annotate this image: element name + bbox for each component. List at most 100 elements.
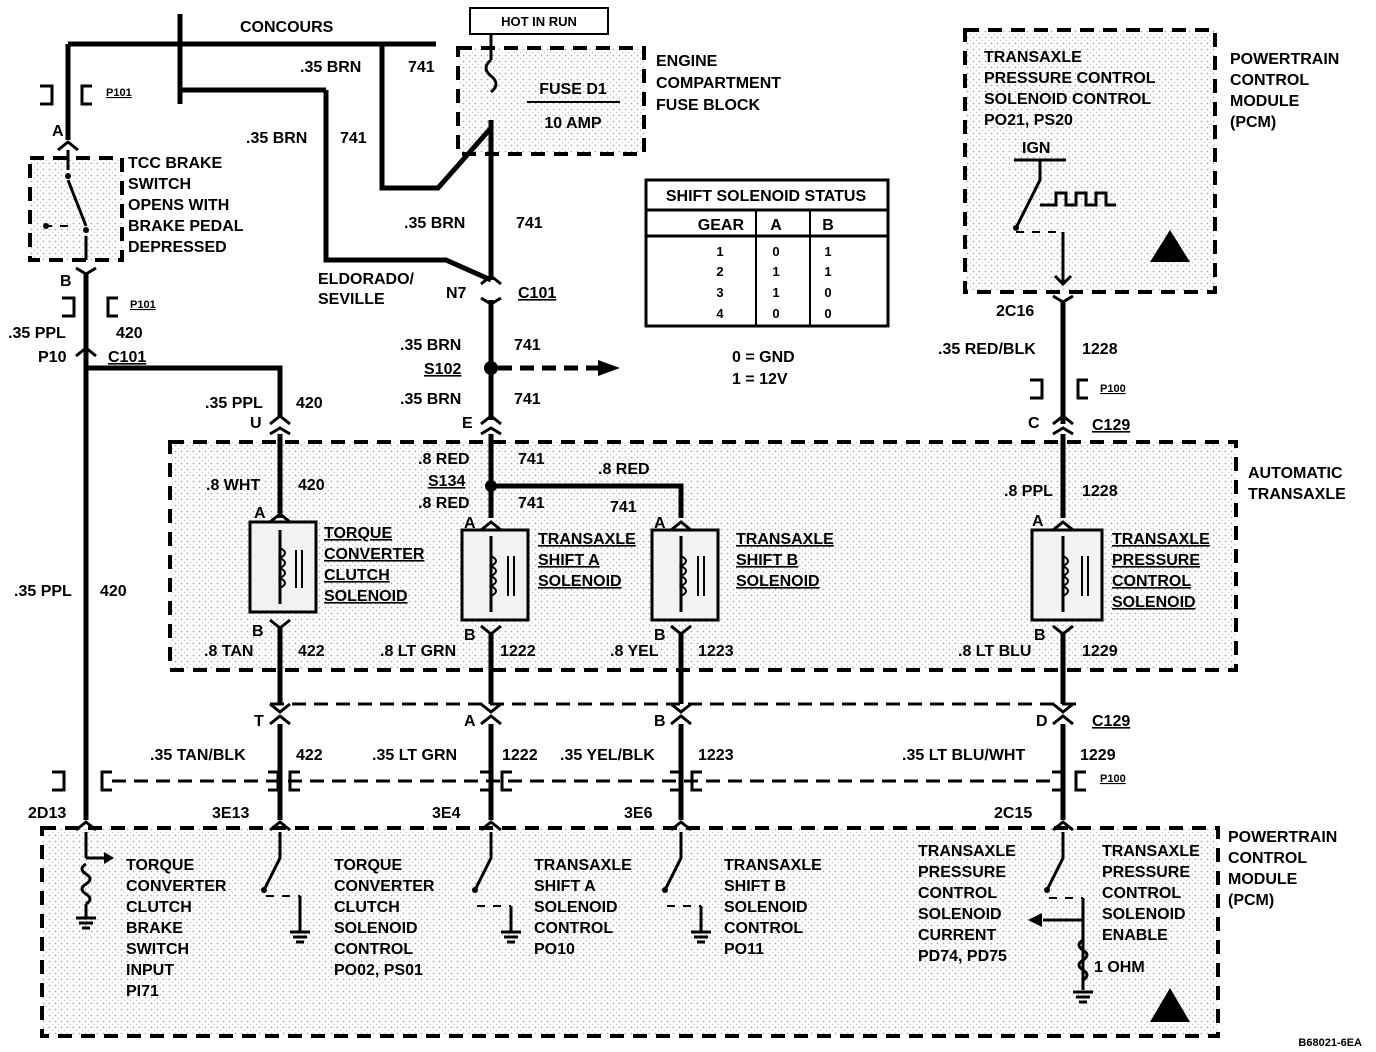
sol1-pin-b: B	[252, 623, 264, 640]
coil-icon	[678, 555, 687, 597]
lower-circuit-1: 422	[296, 747, 323, 764]
resistor-icon	[80, 862, 92, 906]
pin-3e6: 3E6	[624, 805, 653, 822]
c129-pin-a: A	[464, 713, 476, 730]
tcc-switch-box	[28, 156, 124, 262]
pcm-top-module-4: (PCM)	[1230, 114, 1276, 131]
sol2-label-2: SHIFT A	[538, 552, 600, 569]
tcc-brake-switch-icon	[66, 150, 88, 260]
legend-gnd: 0 = GND	[732, 349, 795, 366]
pcm-b1-l5: SWITCH	[126, 941, 189, 958]
switch-icon	[663, 832, 683, 891]
c129-pin-d: D	[1036, 713, 1048, 730]
pcm-top-label-3: SOLENOID CONTROL	[984, 91, 1151, 108]
lower-circuit-3: 1223	[698, 747, 734, 764]
c129-bottom-label: C129	[1092, 713, 1130, 730]
center-circuit-3: 741	[516, 215, 543, 232]
pcm-bottom-internals	[76, 832, 1190, 1022]
pcm-b5-l3: CONTROL	[918, 885, 997, 902]
c101-left-label: C101	[108, 349, 146, 366]
esd-warning-icon	[1150, 230, 1190, 262]
pcm-b6-l4: SOLENOID	[1102, 906, 1186, 923]
esd-warning-icon	[1150, 988, 1190, 1022]
coil-icon	[488, 555, 497, 597]
tcc-switch-label-3: OPENS WITH	[128, 197, 229, 214]
sol3-label-1: TRANSAXLE	[736, 531, 834, 548]
pcm-b5-l2: PRESSURE	[918, 864, 1006, 881]
c129-pin-t: T	[254, 713, 264, 730]
pcm-b2-l1: TORQUE	[334, 857, 402, 874]
s134-label: S134	[428, 473, 465, 490]
wht-gauge: .8 WHT	[206, 477, 260, 494]
pcm-b2-l3: CLUTCH	[334, 899, 400, 916]
p100-bottom-label: P100	[1100, 773, 1126, 785]
ppl2-circuit: 420	[296, 395, 323, 412]
sol2-label-3: SOLENOID	[538, 573, 622, 590]
shift-table-rows: 1 0 1 2 1 1 3 1 0 4 0 0	[716, 244, 831, 321]
left-ppl-circuit: 420	[116, 325, 143, 342]
transaxle-label-2: TRANSAXLE	[1248, 486, 1346, 503]
pwm-signal-icon	[1040, 191, 1116, 207]
n7-label: N7	[446, 285, 467, 302]
pcm-b6-l2: PRESSURE	[1102, 864, 1190, 881]
hot-in-run-box	[469, 7, 609, 35]
lower-gauge-3: .35 YEL/BLK	[560, 747, 655, 764]
sol4-label-2: PRESSURE	[1112, 552, 1200, 569]
sol4-circuit: 1229	[1082, 643, 1118, 660]
table-cell: 1	[772, 285, 779, 300]
resistor-icon	[1077, 938, 1089, 982]
pcm-b4-l1: TRANSAXLE	[724, 857, 822, 874]
sol4-gauge: .8 LT BLU	[958, 643, 1031, 660]
lower-gauge-2: .35 LT GRN	[372, 747, 457, 764]
pcm-b1-l7: PI71	[126, 983, 159, 1000]
table-cell: 0	[772, 306, 779, 321]
wire-circuit-2: 741	[340, 130, 367, 147]
red-blk-circuit: 1228	[1082, 341, 1118, 358]
pcm-b5-l6: PD74, PD75	[918, 948, 1007, 965]
pin-2c15: 2C15	[994, 805, 1032, 822]
sol1-circuit: 422	[298, 643, 325, 660]
pin-b-switch: B	[60, 273, 72, 290]
pcm-top-module-2: CONTROL	[1230, 72, 1309, 89]
lower-gauge-1: .35 TAN/BLK	[150, 747, 246, 764]
pin-e: E	[462, 415, 473, 432]
sol4-label-3: CONTROL	[1112, 573, 1191, 590]
pcm-b6-l3: CONTROL	[1102, 885, 1181, 902]
center-gauge-3: .35 BRN	[404, 215, 465, 232]
red3-circuit: 741	[518, 495, 545, 512]
long-ppl-gauge: .35 PPL	[14, 583, 72, 600]
p10-label: P10	[38, 349, 67, 366]
ign-label: IGN	[1022, 140, 1050, 157]
pin-2d13: 2D13	[28, 805, 66, 822]
p101-label-a: P101	[106, 87, 132, 99]
ohm-label: 1 OHM	[1094, 959, 1145, 976]
pcm-b6-l1: TRANSAXLE	[1102, 843, 1200, 860]
pcm-top-label-2: PRESSURE CONTROL	[984, 70, 1156, 87]
pcm-b2-l6: PO02, PS01	[334, 962, 423, 979]
pcm-b1-l2: CONVERTER	[126, 878, 227, 895]
tcc-switch-label-1: TCC BRAKE	[128, 155, 223, 172]
table-cell: 2	[716, 264, 723, 279]
pcm-bottom-module-1: POWERTRAIN	[1228, 829, 1337, 846]
pcm-b3-l4: CONTROL	[534, 920, 613, 937]
sol1-gauge: .8 TAN	[204, 643, 253, 660]
red-blk-gauge: .35 RED/BLK	[938, 341, 1036, 358]
wire-gauge-2: .35 BRN	[246, 130, 307, 147]
pin-u: U	[250, 415, 262, 432]
c129-pin-b: B	[654, 713, 666, 730]
ground-icon	[501, 930, 521, 944]
red2-gauge: .8 RED	[598, 461, 650, 478]
pcm-b5-l4: SOLENOID	[918, 906, 1002, 923]
sol4-label-4: SOLENOID	[1112, 594, 1196, 611]
wht-circuit: 420	[298, 477, 325, 494]
fuse-rating: 10 AMP	[544, 115, 602, 132]
ground-icon	[691, 930, 711, 944]
shift-b-solenoid: A B	[650, 515, 720, 644]
table-cell: 4	[716, 306, 724, 321]
table-cell: 1	[716, 244, 723, 259]
pcm-top-module-3: MODULE	[1230, 93, 1300, 110]
tcc-switch-label-2: SWITCH	[128, 176, 191, 193]
pcm-b1-l1: TORQUE	[126, 857, 194, 874]
ground-icon	[76, 916, 96, 930]
